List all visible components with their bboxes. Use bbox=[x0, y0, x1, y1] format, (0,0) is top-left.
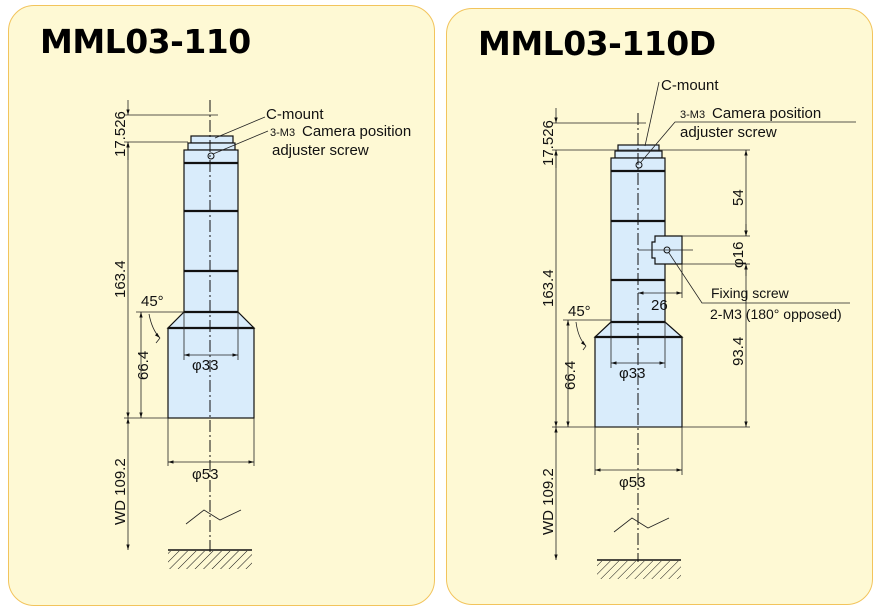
dim-66-4: 66.4 bbox=[135, 351, 152, 380]
dim-angle: 45° bbox=[141, 293, 164, 310]
dim-54: 54 bbox=[730, 189, 747, 206]
dim-26: 26 bbox=[651, 297, 668, 314]
dim-base-dia: φ53 bbox=[192, 466, 218, 483]
screw-label: Camera position bbox=[302, 123, 411, 140]
dimension-labels-left: 17.526 163.4 66.4 WD 109.2 45° φ33 φ53 C… bbox=[112, 106, 411, 525]
c-mount-label: C-mount bbox=[266, 106, 324, 123]
dim-17-526: 17.526 bbox=[112, 111, 129, 157]
dim-base-dia: φ53 bbox=[619, 474, 645, 491]
model-title: MML03-110 bbox=[40, 22, 251, 61]
screw-label: Camera position bbox=[712, 105, 821, 122]
dim-93-4: 93.4 bbox=[730, 337, 747, 366]
lens-drawing-left bbox=[124, 100, 269, 569]
dim-17-526: 17.526 bbox=[540, 120, 557, 166]
dim-163-4: 163.4 bbox=[112, 260, 129, 298]
dim-boss-dia: φ16 bbox=[730, 242, 747, 268]
model-title: MML03-110D bbox=[478, 24, 716, 63]
dim-tube-dia: φ33 bbox=[619, 365, 645, 382]
c-mount-label: C-mount bbox=[661, 77, 719, 94]
screw-prefix: 3-M3 bbox=[270, 127, 295, 139]
fixing-screw-label-2: 2-M3 (180° opposed) bbox=[710, 306, 842, 322]
dim-163-4: 163.4 bbox=[540, 269, 557, 307]
dim-66-4: 66.4 bbox=[562, 361, 579, 390]
dim-wd: WD 109.2 bbox=[540, 468, 557, 535]
lens-drawing-right bbox=[552, 81, 856, 579]
dim-tube-dia: φ33 bbox=[192, 357, 218, 374]
screw-label-2: adjuster screw bbox=[272, 142, 369, 159]
dimension-labels-right: 17.526 163.4 66.4 WD 109.2 54 φ16 93.4 2… bbox=[540, 77, 842, 535]
fixing-screw-label: Fixing screw bbox=[711, 285, 790, 301]
screw-label-2: adjuster screw bbox=[680, 124, 777, 141]
dim-wd: WD 109.2 bbox=[112, 458, 129, 525]
dim-angle: 45° bbox=[568, 303, 591, 320]
screw-prefix: 3-M3 bbox=[680, 109, 705, 121]
